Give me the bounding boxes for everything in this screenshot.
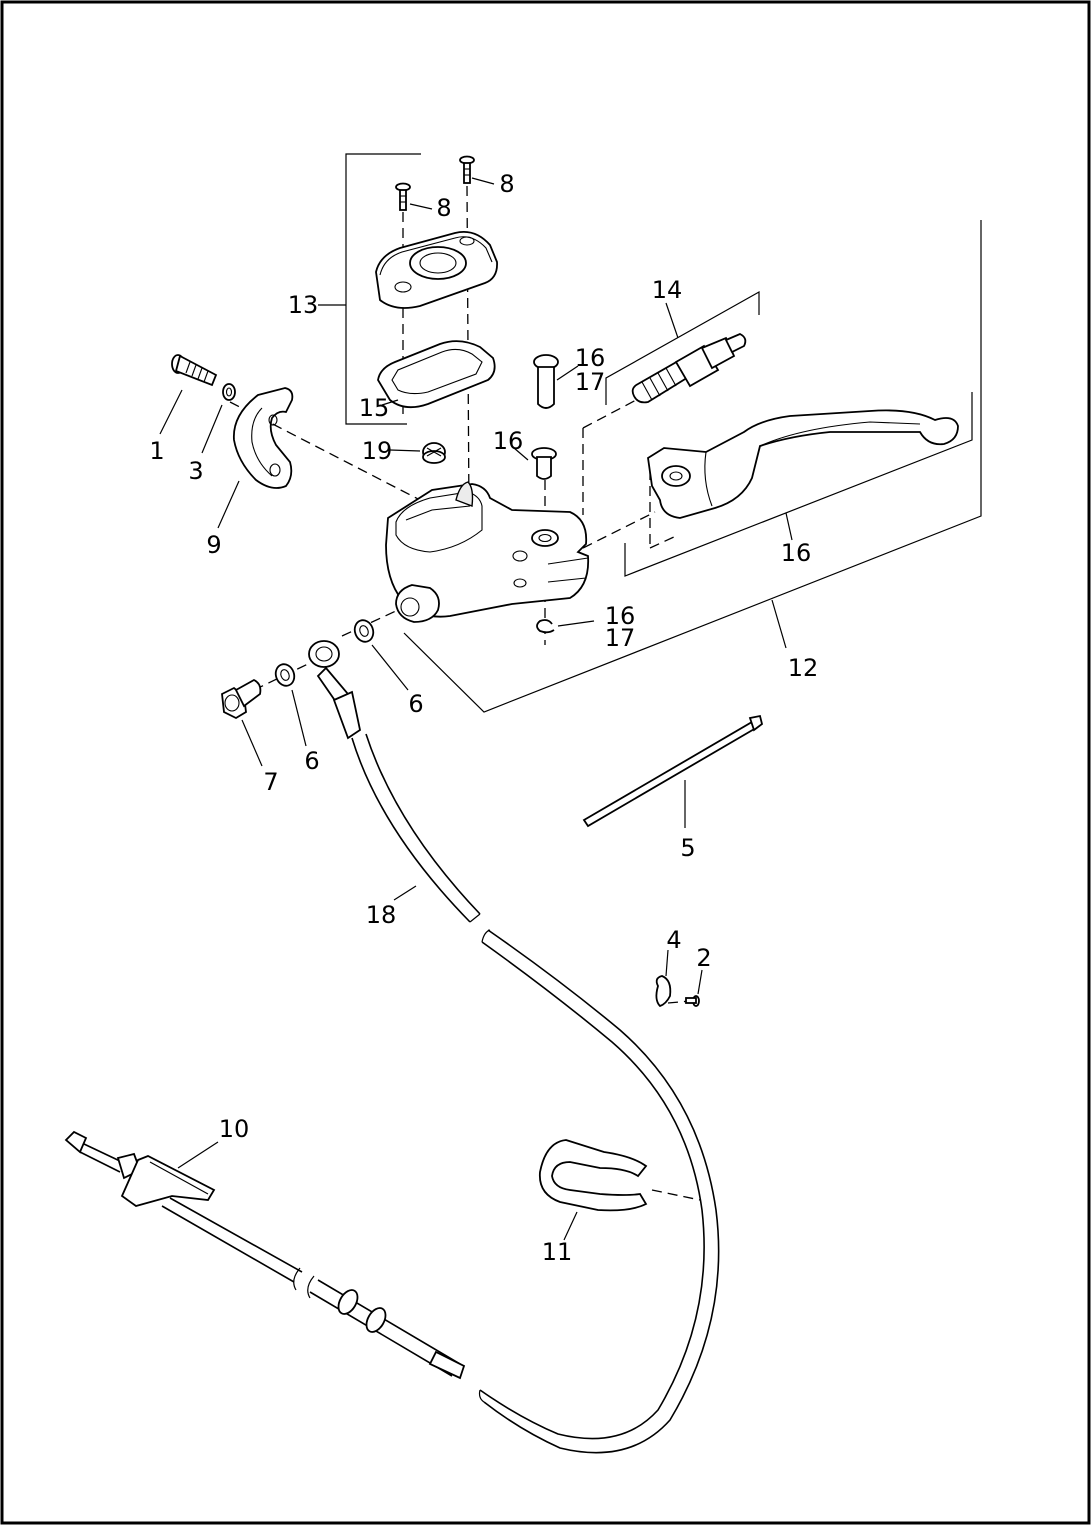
callout-14: 14	[652, 276, 683, 304]
callout-6-lower: 6	[304, 747, 319, 775]
cable-tie-5	[582, 714, 764, 828]
clutch-cable-10	[64, 1130, 466, 1380]
callout-7: 7	[263, 768, 278, 796]
callout-4: 4	[666, 926, 681, 954]
bracket-12	[403, 220, 982, 713]
reservoir-cover	[375, 230, 498, 309]
callout-16-bushing: 16	[493, 427, 524, 455]
callout-11: 11	[542, 1238, 573, 1266]
callout-15: 15	[359, 394, 390, 422]
clip-4	[655, 975, 672, 1008]
gasket-15	[377, 340, 496, 409]
hose-upper	[351, 733, 481, 923]
pivot-pin	[533, 354, 559, 409]
callout-13: 13	[288, 291, 319, 319]
screw-2	[685, 995, 700, 1007]
clamp-screw-1	[171, 354, 218, 387]
master-cylinder-body	[385, 481, 590, 623]
screw-8-right	[459, 155, 475, 184]
callout-6-upper: 6	[408, 690, 423, 718]
callout-1: 1	[149, 437, 164, 465]
callout-2: 2	[696, 944, 711, 972]
hose-lower	[479, 929, 720, 1454]
callout-10: 10	[219, 1115, 250, 1143]
washer-6-upper	[353, 619, 375, 643]
plug-19	[422, 442, 446, 464]
banjo-bolt-7	[221, 678, 262, 720]
callout-18: 18	[366, 901, 397, 929]
bracket-13	[345, 153, 421, 425]
callout-19: 19	[362, 437, 393, 465]
washer-6-lower	[274, 663, 296, 687]
bracket-16-lever	[624, 392, 973, 577]
bushing-16	[531, 447, 557, 480]
callout-17-pin: 17	[575, 368, 606, 396]
hose-clamp-11	[538, 1139, 648, 1212]
callout-17-clip: 17	[605, 624, 636, 652]
bracket-14	[605, 290, 760, 405]
piston-assembly-14	[631, 333, 747, 404]
callout-16-lever: 16	[781, 539, 812, 567]
screw-8-left	[395, 182, 411, 211]
callout-16-pin: 16	[575, 344, 606, 372]
callout-3: 3	[188, 457, 203, 485]
washer-3	[222, 383, 236, 401]
callout-12: 12	[788, 654, 819, 682]
callout-16-clip: 16	[605, 602, 636, 630]
callout-5: 5	[680, 834, 695, 862]
callout-8-right: 8	[499, 170, 514, 198]
retaining-clip	[536, 619, 555, 634]
hose-fitting	[308, 640, 362, 740]
clamp-9	[233, 387, 294, 489]
callout-8-left: 8	[436, 194, 451, 222]
clutch-lever	[647, 409, 959, 519]
callout-9: 9	[206, 531, 221, 559]
